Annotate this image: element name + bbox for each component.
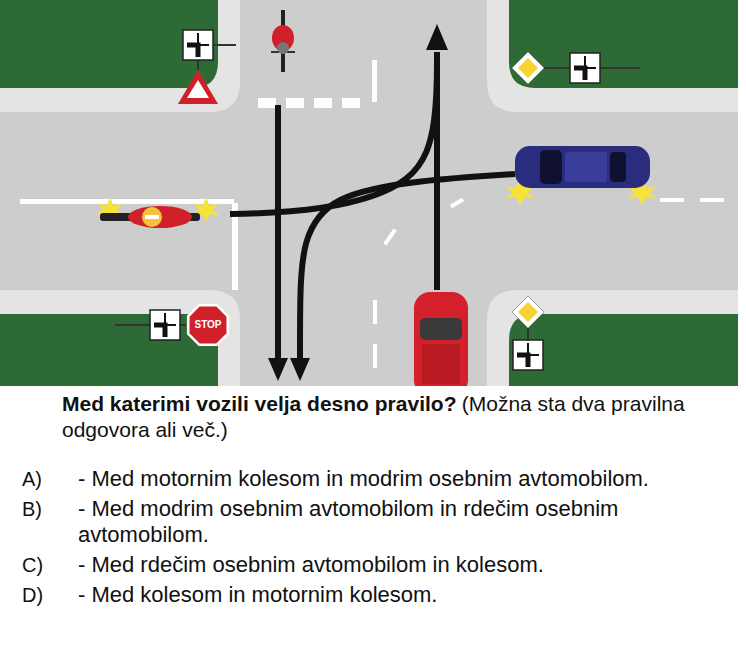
road-marking [314,98,332,108]
bend-sign [150,310,180,340]
bend-sign [183,30,213,60]
blue-car [515,146,650,188]
intersection-illustration [0,0,746,386]
sign-post [197,60,199,70]
answer-letter: C) [22,552,43,578]
path-arrow [434,52,440,290]
sign-post [213,44,236,46]
arrowhead [426,24,448,50]
path-arrow [300,174,515,360]
road-marking [450,198,464,208]
priority-sign [512,296,544,328]
stop-sign: STOP [186,303,230,347]
bend-sign [150,30,600,370]
bend-sign [198,33,209,45]
bend-sign [574,68,585,80]
sidewalk [0,0,240,112]
answer-text: - Med kolesom in motornim kolesom. [78,582,663,608]
road-marking [342,98,360,108]
bend-sign [513,340,543,370]
yield-sign [178,70,218,104]
road-marking [20,60,724,368]
road-marking [20,199,234,204]
sidewalk [0,290,240,386]
road [0,0,738,386]
priority-sign [512,52,544,328]
path-arrow [230,52,437,214]
yield-sign [178,70,218,104]
arrowhead [290,358,310,381]
road-marking [383,228,397,245]
red-car [414,292,468,386]
priority-sign [518,58,538,78]
sign-post [115,45,640,340]
answer-text: - Med motornim kolesom in modrim osebnim… [78,466,663,492]
bend-sign [585,56,596,68]
road-marking [258,98,276,108]
path-arrow [275,105,281,360]
road-marking [372,60,377,102]
blue-car [565,152,607,182]
arrowhead [268,24,448,381]
grass [509,314,738,386]
red-car [414,292,468,386]
answer-text: - Med modrim osebnim avtomobilom in rdeč… [78,496,663,548]
bend-sign [528,343,539,355]
answer-letter: B) [22,496,42,522]
blue-car [540,150,562,184]
priority-sign [512,52,544,84]
grass [0,0,738,386]
road-marking [373,300,377,324]
question: Med katerimi vozili velja desno pravilo?… [62,391,722,443]
answer-text: - Med rdečim osebnim avtomobilom in kole… [78,552,663,578]
sign-post [115,324,150,326]
motorcycle [145,215,159,219]
bicycle [271,10,295,72]
question-text: Med katerimi vozili velja desno pravilo? [62,392,456,415]
road-marking [660,198,684,202]
motorcycle [96,198,220,228]
bend-sign [154,325,165,337]
red-car [422,344,460,384]
motorcycle [128,206,192,228]
priority-sign [518,302,538,322]
grass [0,314,218,386]
sign-text: STOP [194,320,221,330]
answer-letter: D) [22,582,43,608]
road-marking [373,344,377,368]
bend-sign [187,45,198,57]
bend-sign [165,313,176,325]
sidewalk [0,0,738,386]
sidewalk [487,290,738,386]
blue-car [506,146,656,205]
stop-octagon [190,307,227,344]
bicycle [277,42,289,54]
sidewalk [487,0,738,112]
road-marking [286,98,304,108]
grass [509,0,738,88]
grass [0,0,218,88]
bicycle [281,52,285,72]
red-car [420,318,462,340]
bend-sign [517,355,528,367]
blue-car [610,152,626,182]
stop-octagon [187,304,229,346]
sign-post [600,67,640,69]
bend-sign [570,53,600,83]
path-arrow [230,52,515,360]
road-marking [700,198,724,202]
answer-letter: A) [22,466,42,492]
sign-post [180,324,186,326]
arrowhead [268,358,288,381]
yield-sign [187,80,209,98]
motorcycle [142,207,162,227]
